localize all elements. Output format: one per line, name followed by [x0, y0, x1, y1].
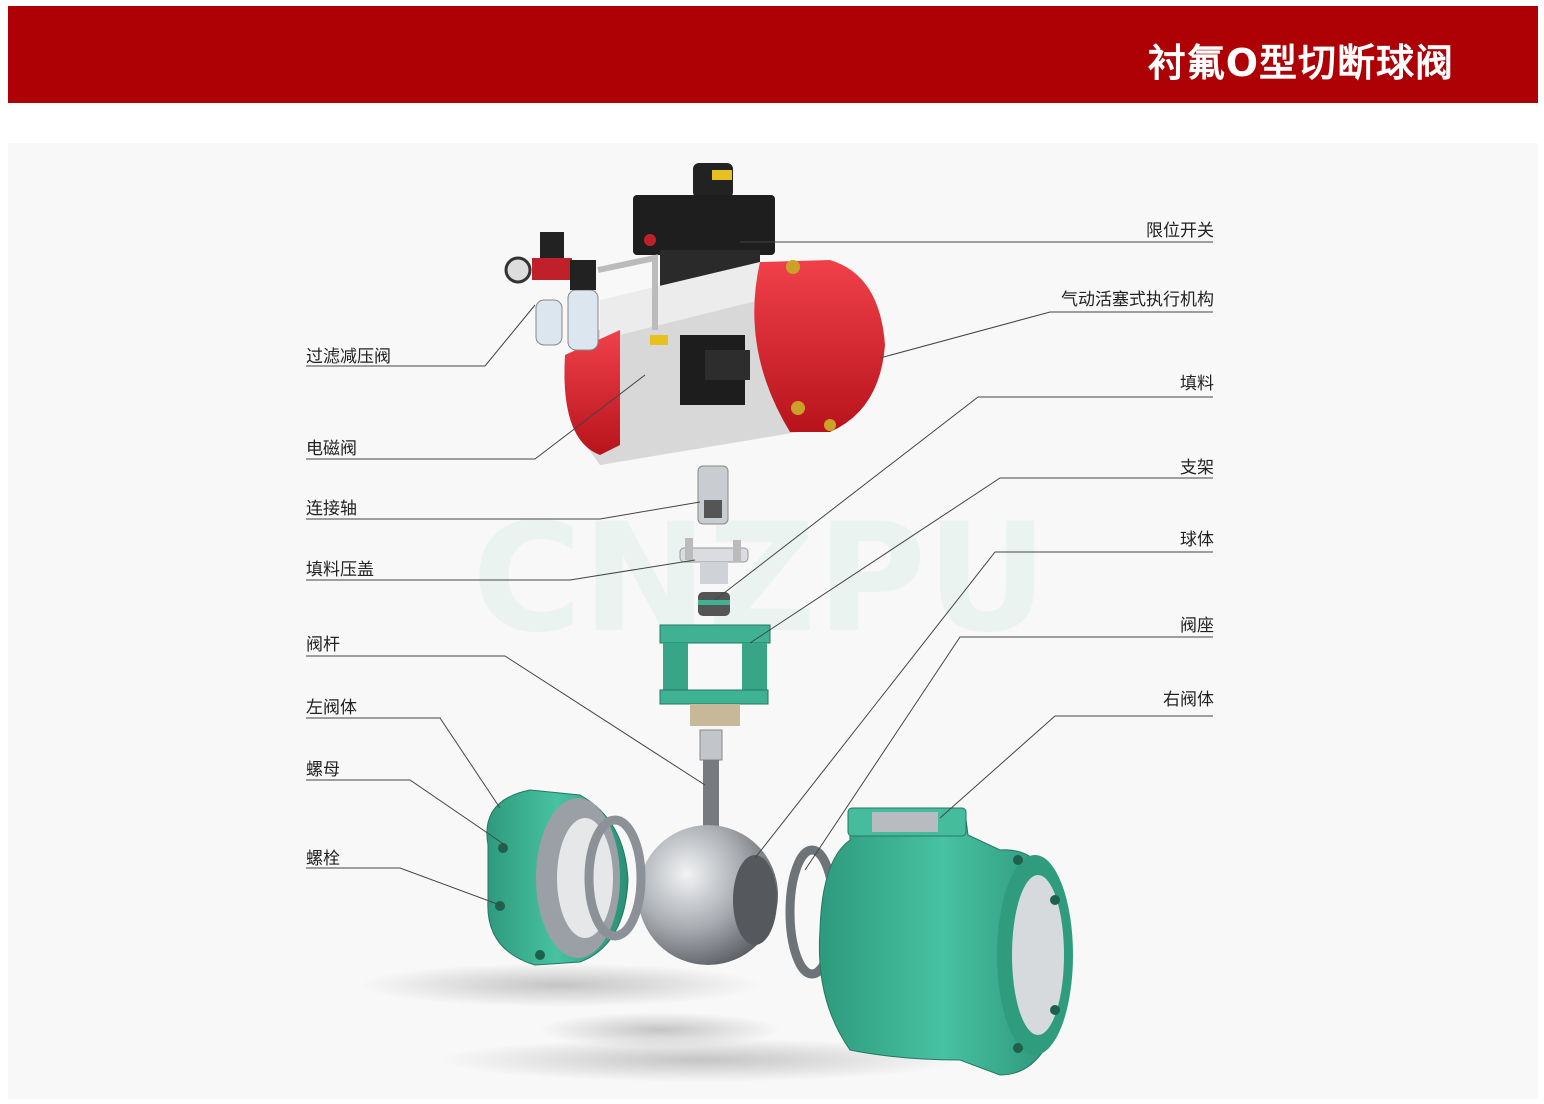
- right-body-part: [818, 807, 1073, 1076]
- header-banner: 衬氟O型切断球阀: [8, 6, 1538, 103]
- bracket-part: [659, 624, 771, 726]
- leader-line: [306, 717, 501, 809]
- label-right-body: 右阀体: [1163, 690, 1214, 710]
- label-nut: 螺母: [306, 760, 340, 780]
- leader-lines: [306, 241, 1213, 906]
- leader-line: [749, 477, 1213, 644]
- leader-line: [306, 867, 501, 906]
- leader-line: [754, 551, 1213, 859]
- packing-part: [698, 592, 730, 616]
- label-stem: 阀杆: [306, 635, 340, 655]
- filter-regulator-part: [504, 232, 658, 351]
- leader-line: [306, 779, 506, 846]
- leader-line: [306, 559, 696, 581]
- label-solenoid-valve: 电磁阀: [306, 439, 357, 459]
- label-coupling-shaft: 连接轴: [306, 499, 357, 519]
- left-body-part: [486, 789, 646, 966]
- leader-line: [306, 655, 706, 786]
- coupling-shaft-part: [697, 465, 729, 525]
- shadow-shape: [360, 963, 760, 1007]
- label-limit-switch: 限位开关: [1146, 221, 1214, 241]
- leader-line: [714, 396, 1213, 601]
- leader-line: [306, 501, 701, 520]
- label-bolt: 螺栓: [306, 849, 340, 869]
- label-filter-regulator: 过滤减压阀: [306, 347, 391, 367]
- packing-gland-part: [679, 538, 749, 584]
- leader-line: [879, 311, 1213, 359]
- label-packing-gland: 填料压盖: [306, 560, 374, 580]
- leader-line: [804, 636, 1213, 871]
- label-ball: 球体: [1180, 530, 1214, 550]
- page-title: 衬氟O型切断球阀: [1147, 41, 1454, 85]
- actuator-part: [564, 260, 885, 465]
- label-bracket: 支架: [1180, 458, 1214, 478]
- leader-line: [306, 304, 536, 367]
- shadow-shape: [440, 1038, 960, 1082]
- label-seat: 阀座: [1180, 616, 1214, 636]
- leader-line: [939, 715, 1213, 819]
- label-packing: 填料: [1180, 374, 1214, 394]
- label-actuator: 气动活塞式执行机构: [1061, 290, 1214, 310]
- stem-part: [699, 729, 723, 830]
- ball-part: [638, 825, 778, 965]
- leader-line: [306, 374, 646, 460]
- label-left-body: 左阀体: [306, 698, 357, 718]
